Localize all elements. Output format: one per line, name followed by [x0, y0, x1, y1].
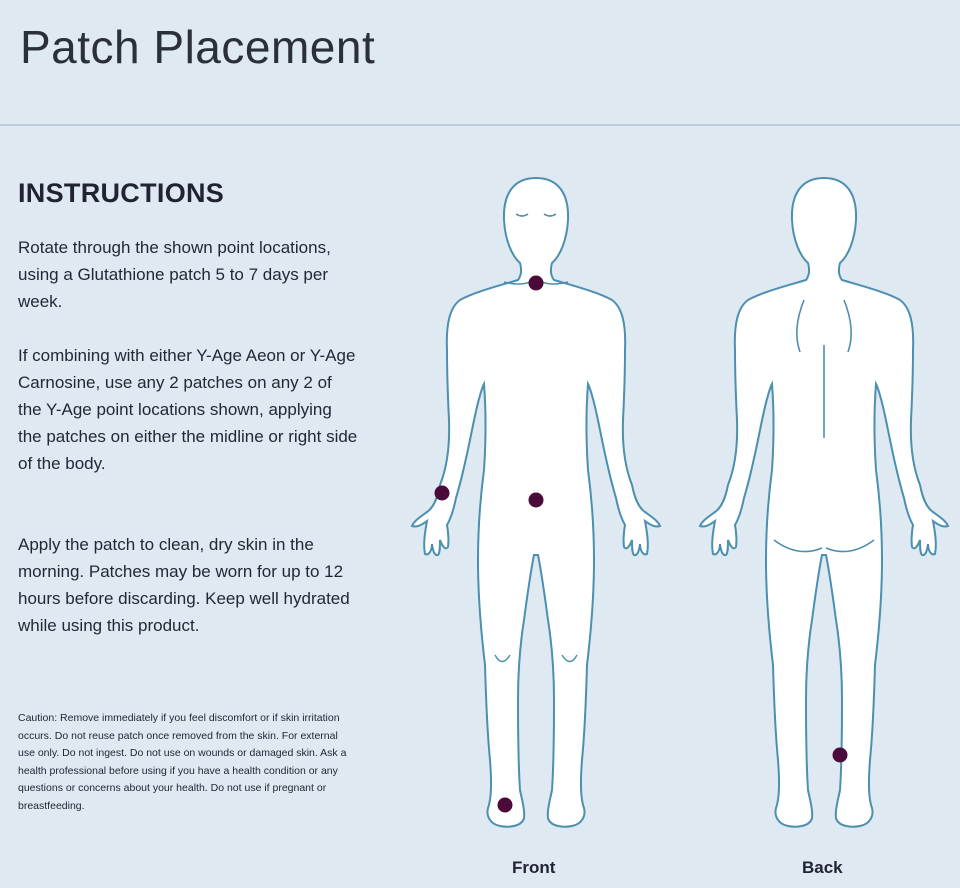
caution-text: Caution: Remove immediately if you feel …	[18, 712, 347, 812]
front-figure-label: Front	[512, 858, 556, 877]
point-front-wrist	[434, 485, 450, 501]
instruction-paragraph-1: Rotate through the shown point locations…	[18, 238, 331, 311]
front-eye-left	[515, 213, 529, 217]
point-back-calf	[832, 747, 848, 763]
point-front-abdomen	[528, 492, 544, 508]
front-eye-right	[543, 213, 557, 217]
front-knees	[494, 654, 578, 663]
back-buttocks	[773, 539, 875, 553]
back-shoulder-blades	[796, 299, 852, 353]
body-figures	[411, 177, 949, 828]
page-title: Patch Placement	[20, 21, 376, 73]
point-front-foot	[497, 797, 513, 813]
instruction-paragraph-2: If combining with either Y-Age Aeon or Y…	[18, 346, 358, 473]
instructions-heading: INSTRUCTIONS	[18, 178, 225, 208]
instruction-paragraph-3: Apply the patch to clean, dry skin in th…	[18, 535, 350, 635]
back-body-outline	[699, 177, 949, 828]
back-figure	[699, 177, 949, 828]
point-front-neck	[528, 275, 544, 291]
front-collarbones	[503, 281, 569, 285]
header-divider	[0, 124, 960, 126]
front-figure	[411, 177, 661, 828]
back-figure-label: Back	[802, 858, 843, 877]
